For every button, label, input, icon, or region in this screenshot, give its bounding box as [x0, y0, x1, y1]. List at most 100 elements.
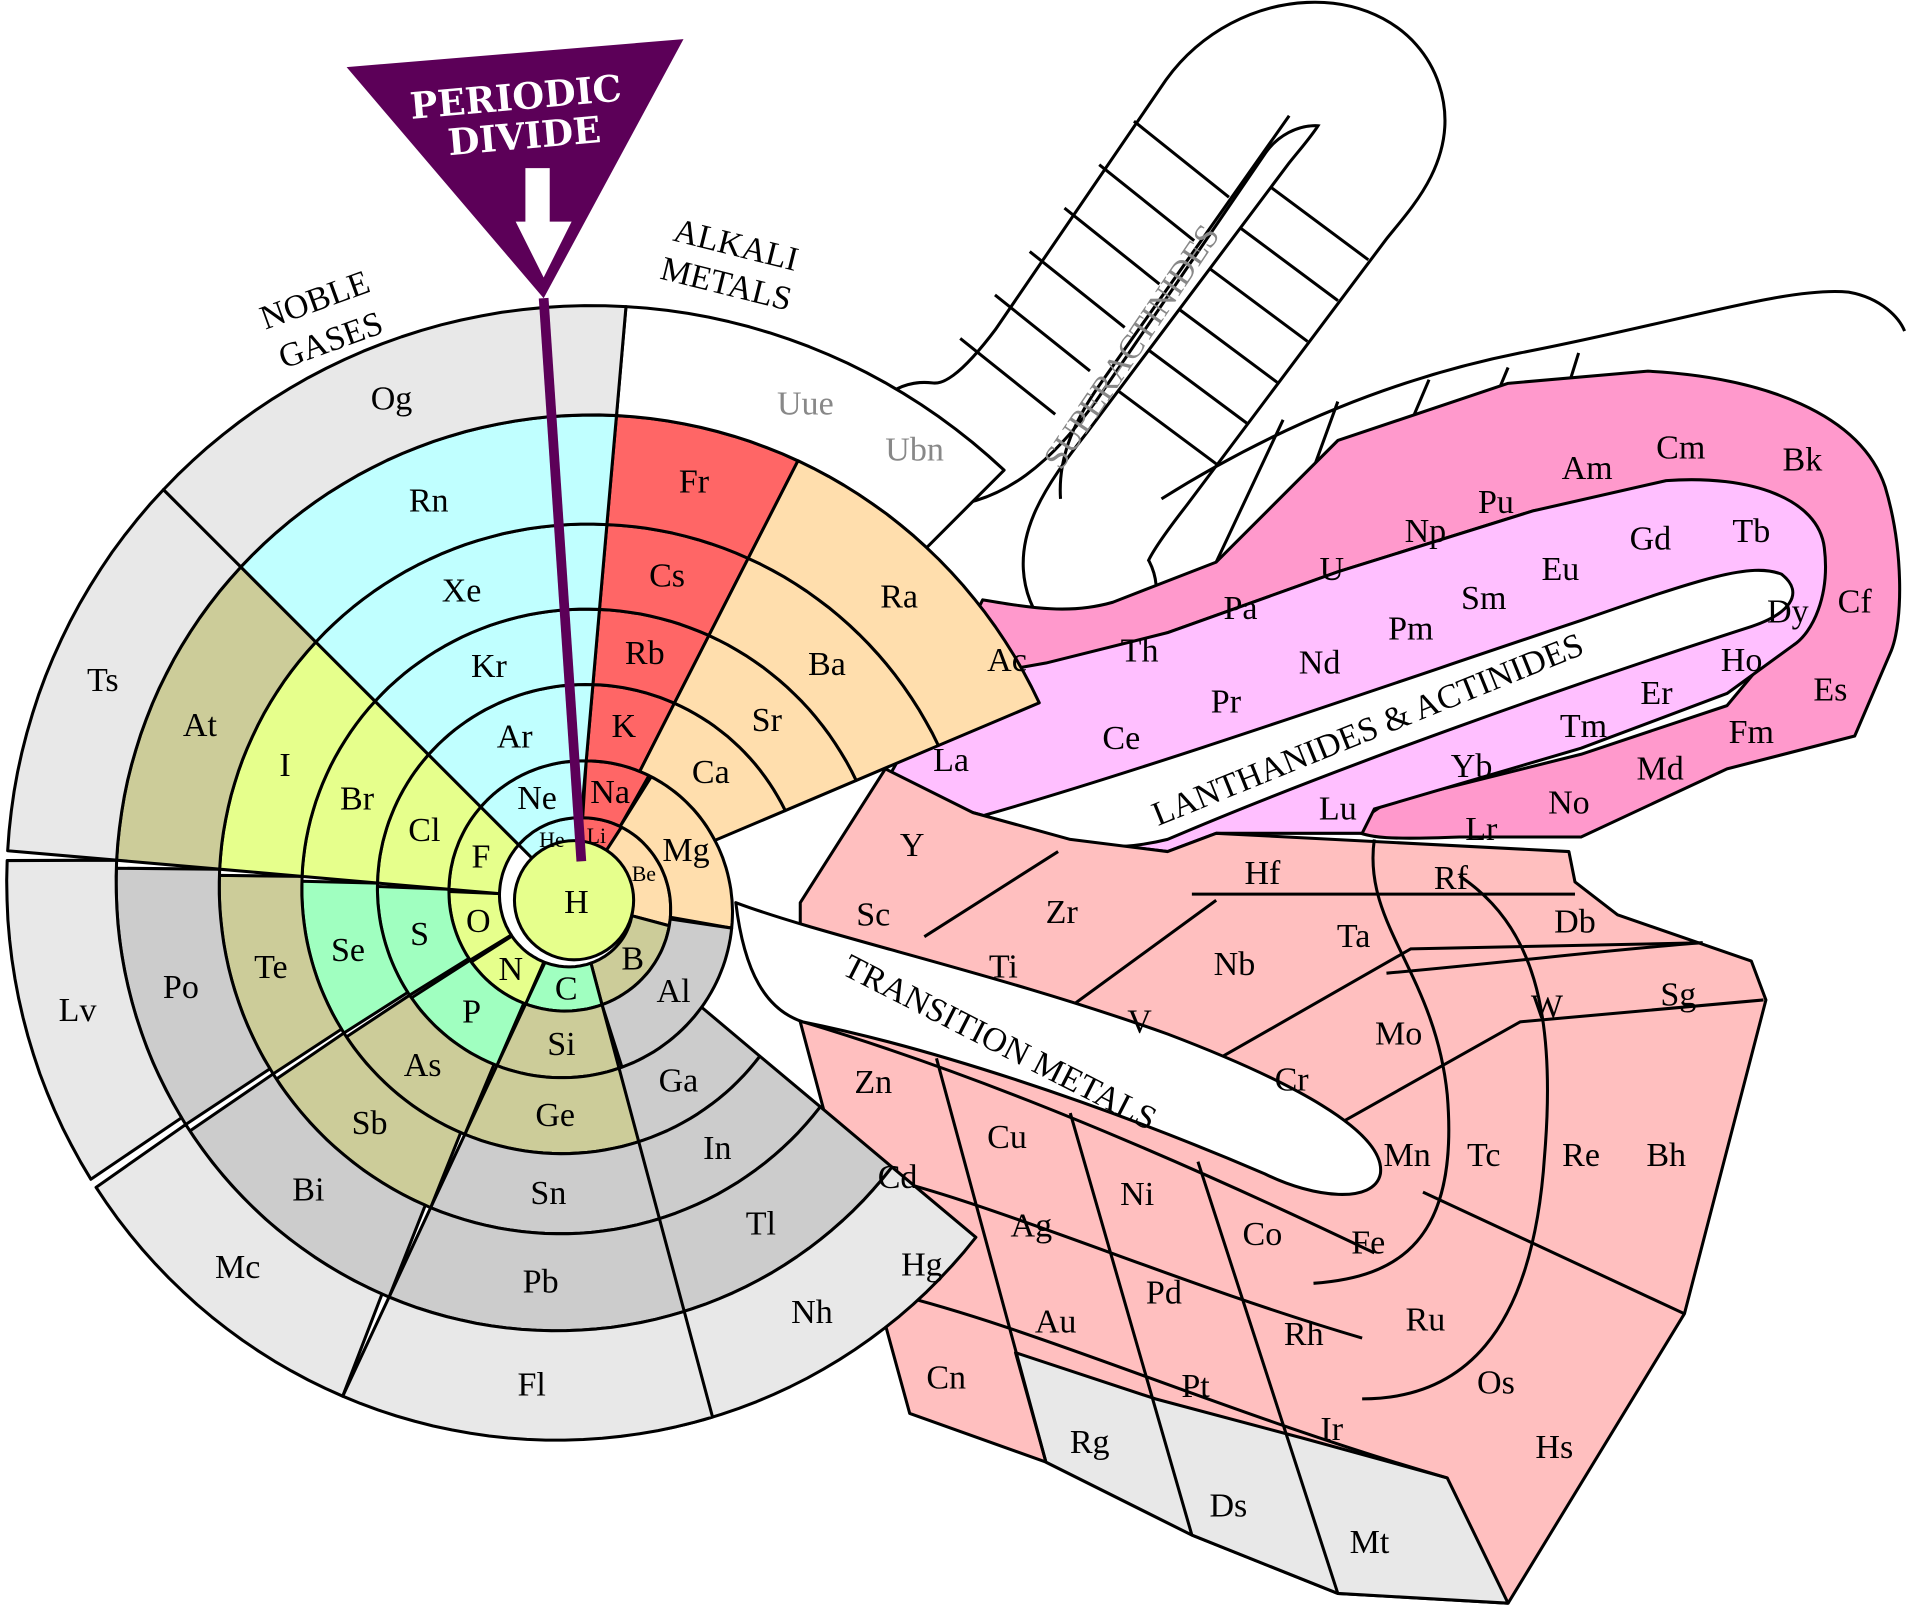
element-Pu: Pu	[1478, 484, 1514, 521]
superactinide-cell-divider	[1209, 267, 1309, 343]
arms-layer	[734, 0, 1906, 1605]
element-Zr: Zr	[1046, 894, 1079, 931]
element-P: P	[462, 994, 481, 1031]
cell-Ra	[746, 459, 1041, 748]
element-Te: Te	[254, 949, 288, 986]
element-Mt: Mt	[1350, 1524, 1390, 1561]
element-Db: Db	[1554, 904, 1596, 941]
element-Pr: Pr	[1211, 683, 1242, 720]
element-Li: Li	[587, 823, 606, 848]
element-Sm: Sm	[1461, 580, 1506, 617]
element-Uue: Uue	[777, 386, 834, 423]
element-Tc: Tc	[1467, 1137, 1501, 1174]
element-Kr: Kr	[471, 648, 508, 685]
element-Ts: Ts	[87, 662, 119, 699]
element-Am: Am	[1562, 450, 1613, 487]
element-Ac: Ac	[987, 642, 1027, 679]
element-Lv: Lv	[59, 992, 98, 1029]
element-Ca: Ca	[692, 754, 730, 791]
element-labels: LiNaKRbCsFrUueBeMgCaSrBaRaBAlGaInTlNhCSi…	[59, 380, 1873, 1561]
element-Po: Po	[163, 969, 199, 1006]
element-At: At	[183, 707, 218, 744]
element-Cf: Cf	[1838, 584, 1873, 621]
lanthanide-band	[886, 478, 1827, 854]
superactinide-cell-divider	[994, 293, 1091, 373]
element-O: O	[466, 903, 491, 940]
element-B: B	[621, 940, 644, 977]
element-Fm: Fm	[1729, 714, 1774, 751]
main-spiral	[5, 304, 1041, 1442]
element-Tl: Tl	[746, 1205, 776, 1242]
superactinide-arm	[864, 3, 1444, 651]
outer-divider-curve	[1160, 289, 1906, 501]
element-Bi: Bi	[292, 1172, 324, 1209]
element-Th: Th	[1121, 632, 1159, 669]
element-Rf: Rf	[1434, 860, 1469, 897]
element-Ga: Ga	[659, 1063, 699, 1100]
element-S: S	[410, 916, 429, 953]
element-W: W	[1531, 989, 1564, 1026]
element-Ra: Ra	[880, 579, 918, 616]
element-Ho: Ho	[1721, 642, 1763, 679]
element-Ds: Ds	[1209, 1487, 1247, 1524]
element-Fr: Fr	[679, 463, 710, 500]
superactinide-cell-divider	[1063, 206, 1161, 286]
element-Fe: Fe	[1351, 1225, 1385, 1262]
element-Ge: Ge	[535, 1097, 575, 1134]
element-Lr: Lr	[1465, 811, 1498, 848]
superactinide-cell-divider	[1269, 185, 1370, 262]
element-Sr: Sr	[752, 702, 783, 739]
cell-Og	[161, 304, 628, 569]
element-La: La	[933, 742, 969, 779]
element-F: F	[472, 838, 491, 875]
element-Ce: Ce	[1102, 720, 1140, 757]
superactinide-arm-gap	[1058, 114, 1291, 499]
down-arrow-icon	[515, 168, 572, 278]
superactinide-cell-divider	[1148, 349, 1248, 425]
lanthanide-slot	[983, 568, 1795, 849]
periodic-divide-badge: PERIODIC DIVIDE	[346, 39, 684, 299]
element-Nh: Nh	[791, 1294, 833, 1331]
cell-H	[512, 839, 636, 962]
element-H: H	[564, 884, 589, 921]
element-V: V	[1127, 1003, 1152, 1040]
element-Na: Na	[590, 774, 630, 811]
element-Hg: Hg	[901, 1247, 943, 1284]
element-Be: Be	[632, 861, 656, 886]
element-Fl: Fl	[517, 1366, 545, 1403]
element-Eu: Eu	[1541, 551, 1579, 588]
element-Cl: Cl	[408, 812, 440, 849]
element-Os: Os	[1477, 1365, 1515, 1402]
element-N: N	[498, 951, 523, 988]
element-Al: Al	[657, 973, 691, 1010]
element-Cs: Cs	[649, 557, 685, 594]
element-Mn: Mn	[1383, 1137, 1430, 1174]
element-Br: Br	[340, 781, 375, 818]
element-Cn: Cn	[926, 1360, 966, 1397]
element-Bh: Bh	[1646, 1137, 1686, 1174]
superactinide-cell-divider	[1028, 250, 1126, 329]
element-Dy: Dy	[1767, 593, 1809, 630]
transition-unknown-row	[1014, 1351, 1510, 1605]
periodic-divide-line	[538, 297, 587, 862]
element-In: In	[703, 1130, 731, 1167]
element-Ar: Ar	[497, 719, 534, 756]
element-Re: Re	[1562, 1137, 1600, 1174]
element-Hs: Hs	[1535, 1429, 1573, 1466]
element-Ba: Ba	[808, 646, 846, 683]
element-Ti: Ti	[989, 949, 1018, 986]
element-Sb: Sb	[352, 1105, 388, 1142]
superactinide-cell-divider	[1117, 390, 1218, 466]
element-Np: Np	[1405, 513, 1447, 550]
element-No: No	[1548, 784, 1590, 821]
element-Se: Se	[331, 932, 365, 969]
element-He: He	[539, 827, 565, 852]
element-Cu: Cu	[987, 1119, 1027, 1156]
element-Pd: Pd	[1146, 1275, 1182, 1312]
element-I: I	[279, 747, 290, 784]
element-Tm: Tm	[1560, 708, 1607, 745]
element-As: As	[404, 1047, 442, 1084]
element-Nd: Nd	[1299, 645, 1341, 682]
element-Y: Y	[900, 827, 925, 864]
